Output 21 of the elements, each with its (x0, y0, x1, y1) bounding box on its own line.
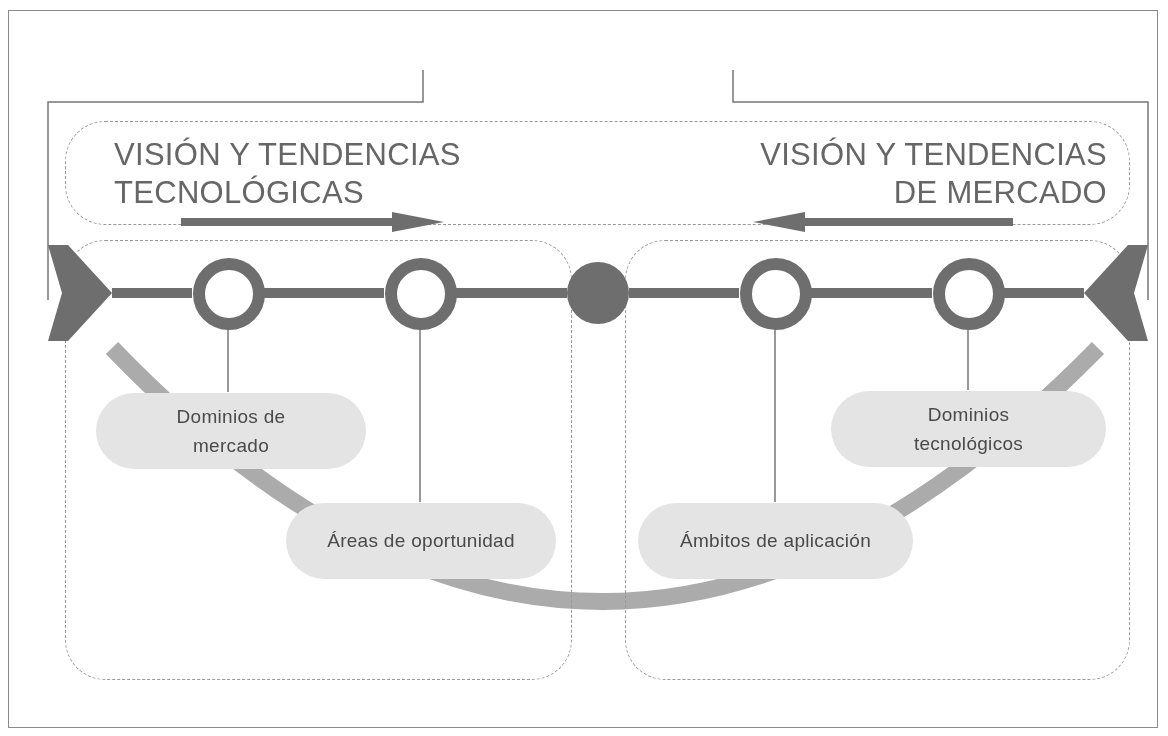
connector-line (967, 328, 969, 391)
pill-label: Dominios tecnológicos (912, 402, 1025, 456)
pill-label: Áreas de oportunidad (327, 529, 515, 554)
chevron-end (48, 245, 112, 341)
timeline-segment (456, 288, 567, 298)
dashed-region (625, 240, 1130, 680)
center-dot (567, 262, 629, 324)
timeline-segment (1004, 288, 1084, 298)
timeline-segment (811, 288, 932, 298)
chevron-end (1084, 245, 1148, 341)
pill-label: Ámbitos de aplicación (679, 529, 872, 554)
timeline-segment (112, 288, 192, 298)
timeline-segment (264, 288, 384, 298)
timeline-segment (629, 288, 739, 298)
trend-heading: VISIÓN Y TENDENCIAS DE MERCADO (759, 136, 1107, 212)
trend-heading: VISIÓN Y TENDENCIAS TECNOLÓGICAS (114, 136, 462, 212)
dashed-region (65, 240, 572, 680)
pill-label: Dominios de mercado (175, 404, 287, 458)
connector-line (774, 328, 776, 503)
connector-line (227, 328, 229, 393)
connector-line (419, 328, 421, 503)
